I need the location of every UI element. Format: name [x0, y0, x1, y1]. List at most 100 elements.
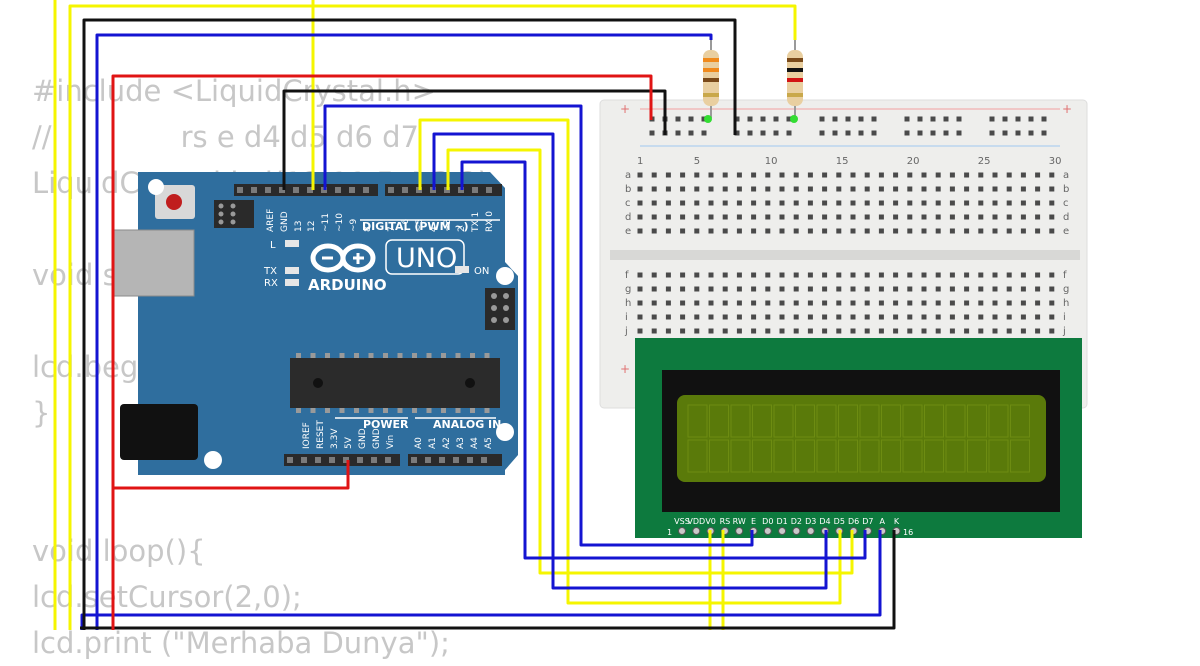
- breadboard-hole[interactable]: [964, 328, 970, 334]
- lcd-pin[interactable]: [763, 527, 772, 535]
- wire-red[interactable]: [111, 74, 653, 630]
- breadboard-hole[interactable]: [992, 328, 998, 334]
- breadboard-hole[interactable]: [665, 200, 671, 206]
- breadboard-rail-hole[interactable]: [989, 116, 995, 122]
- breadboard-hole[interactable]: [893, 328, 899, 334]
- breadboard-hole[interactable]: [893, 272, 899, 278]
- breadboard-rail-hole[interactable]: [930, 130, 936, 136]
- breadboard-hole[interactable]: [665, 186, 671, 192]
- breadboard-hole[interactable]: [964, 300, 970, 306]
- breadboard-hole[interactable]: [793, 214, 799, 220]
- wire-yellow[interactable]: [418, 118, 842, 605]
- breadboard-hole[interactable]: [637, 186, 643, 192]
- lcd-pin[interactable]: [735, 527, 744, 535]
- breadboard-hole[interactable]: [680, 172, 686, 178]
- breadboard-hole[interactable]: [1035, 228, 1041, 234]
- breadboard-hole[interactable]: [907, 286, 913, 292]
- breadboard-hole[interactable]: [722, 228, 728, 234]
- breadboard-hole[interactable]: [893, 300, 899, 306]
- breadboard-hole[interactable]: [807, 228, 813, 234]
- breadboard-hole[interactable]: [921, 328, 927, 334]
- breadboard-hole[interactable]: [651, 286, 657, 292]
- breadboard-hole[interactable]: [964, 200, 970, 206]
- breadboard-hole[interactable]: [665, 300, 671, 306]
- header-pin[interactable]: [307, 187, 313, 193]
- breadboard-hole[interactable]: [1049, 300, 1055, 306]
- breadboard-hole[interactable]: [765, 328, 771, 334]
- breadboard-hole[interactable]: [822, 228, 828, 234]
- breadboard-hole[interactable]: [864, 328, 870, 334]
- breadboard-hole[interactable]: [992, 214, 998, 220]
- breadboard-rail-hole[interactable]: [871, 130, 877, 136]
- breadboard-hole[interactable]: [793, 228, 799, 234]
- breadboard-hole[interactable]: [722, 200, 728, 206]
- breadboard-hole[interactable]: [694, 186, 700, 192]
- breadboard-hole[interactable]: [680, 214, 686, 220]
- breadboard-hole[interactable]: [793, 200, 799, 206]
- breadboard-hole[interactable]: [779, 300, 785, 306]
- breadboard-hole[interactable]: [637, 172, 643, 178]
- breadboard-hole[interactable]: [665, 286, 671, 292]
- breadboard-hole[interactable]: [765, 314, 771, 320]
- breadboard-hole[interactable]: [1020, 200, 1026, 206]
- breadboard-hole[interactable]: [1006, 286, 1012, 292]
- wire-black[interactable]: [82, 18, 737, 630]
- breadboard-hole[interactable]: [651, 314, 657, 320]
- breadboard-hole[interactable]: [850, 228, 856, 234]
- lcd-pin[interactable]: [806, 527, 815, 535]
- breadboard-rail-hole[interactable]: [956, 130, 962, 136]
- breadboard-hole[interactable]: [751, 186, 757, 192]
- breadboard-rail-hole[interactable]: [930, 116, 936, 122]
- breadboard-hole[interactable]: [864, 172, 870, 178]
- breadboard-rail-hole[interactable]: [832, 130, 838, 136]
- breadboard-hole[interactable]: [907, 214, 913, 220]
- breadboard-hole[interactable]: [978, 228, 984, 234]
- breadboard-hole[interactable]: [1020, 186, 1026, 192]
- breadboard-hole[interactable]: [651, 186, 657, 192]
- breadboard-hole[interactable]: [637, 300, 643, 306]
- breadboard-rail-hole[interactable]: [845, 130, 851, 136]
- breadboard-hole[interactable]: [949, 286, 955, 292]
- breadboard-rail-hole[interactable]: [989, 130, 995, 136]
- breadboard-hole[interactable]: [1020, 172, 1026, 178]
- breadboard-hole[interactable]: [722, 214, 728, 220]
- breadboard-hole[interactable]: [722, 314, 728, 320]
- breadboard-hole[interactable]: [921, 300, 927, 306]
- breadboard-hole[interactable]: [964, 186, 970, 192]
- header-pin[interactable]: [481, 457, 487, 463]
- wire-blue[interactable]: [323, 104, 754, 547]
- header-pin[interactable]: [357, 457, 363, 463]
- breadboard-hole[interactable]: [850, 172, 856, 178]
- breadboard-rail-hole[interactable]: [858, 116, 864, 122]
- breadboard-hole[interactable]: [893, 286, 899, 292]
- breadboard-hole[interactable]: [751, 272, 757, 278]
- breadboard-hole[interactable]: [736, 186, 742, 192]
- breadboard-rail-hole[interactable]: [1002, 116, 1008, 122]
- wire-red[interactable]: [113, 460, 350, 490]
- breadboard-hole[interactable]: [651, 214, 657, 220]
- breadboard-hole[interactable]: [907, 172, 913, 178]
- header-pin[interactable]: [385, 457, 391, 463]
- breadboard-hole[interactable]: [836, 314, 842, 320]
- wire-yellow[interactable]: [68, 4, 797, 630]
- breadboard-hole[interactable]: [864, 300, 870, 306]
- breadboard-hole[interactable]: [751, 214, 757, 220]
- breadboard-hole[interactable]: [680, 272, 686, 278]
- breadboard-hole[interactable]: [893, 228, 899, 234]
- breadboard-hole[interactable]: [907, 328, 913, 334]
- breadboard-hole[interactable]: [850, 200, 856, 206]
- breadboard-hole[interactable]: [807, 172, 813, 178]
- breadboard-hole[interactable]: [822, 300, 828, 306]
- header-pin[interactable]: [349, 187, 355, 193]
- breadboard-hole[interactable]: [1049, 186, 1055, 192]
- breadboard-rail-hole[interactable]: [1028, 130, 1034, 136]
- breadboard-hole[interactable]: [793, 300, 799, 306]
- breadboard-rail-hole[interactable]: [1015, 116, 1021, 122]
- breadboard-rail-hole[interactable]: [1041, 130, 1047, 136]
- breadboard-rail-hole[interactable]: [871, 116, 877, 122]
- header-pin[interactable]: [472, 187, 478, 193]
- breadboard-hole[interactable]: [935, 314, 941, 320]
- breadboard-hole[interactable]: [779, 228, 785, 234]
- breadboard-hole[interactable]: [807, 314, 813, 320]
- breadboard-hole[interactable]: [978, 314, 984, 320]
